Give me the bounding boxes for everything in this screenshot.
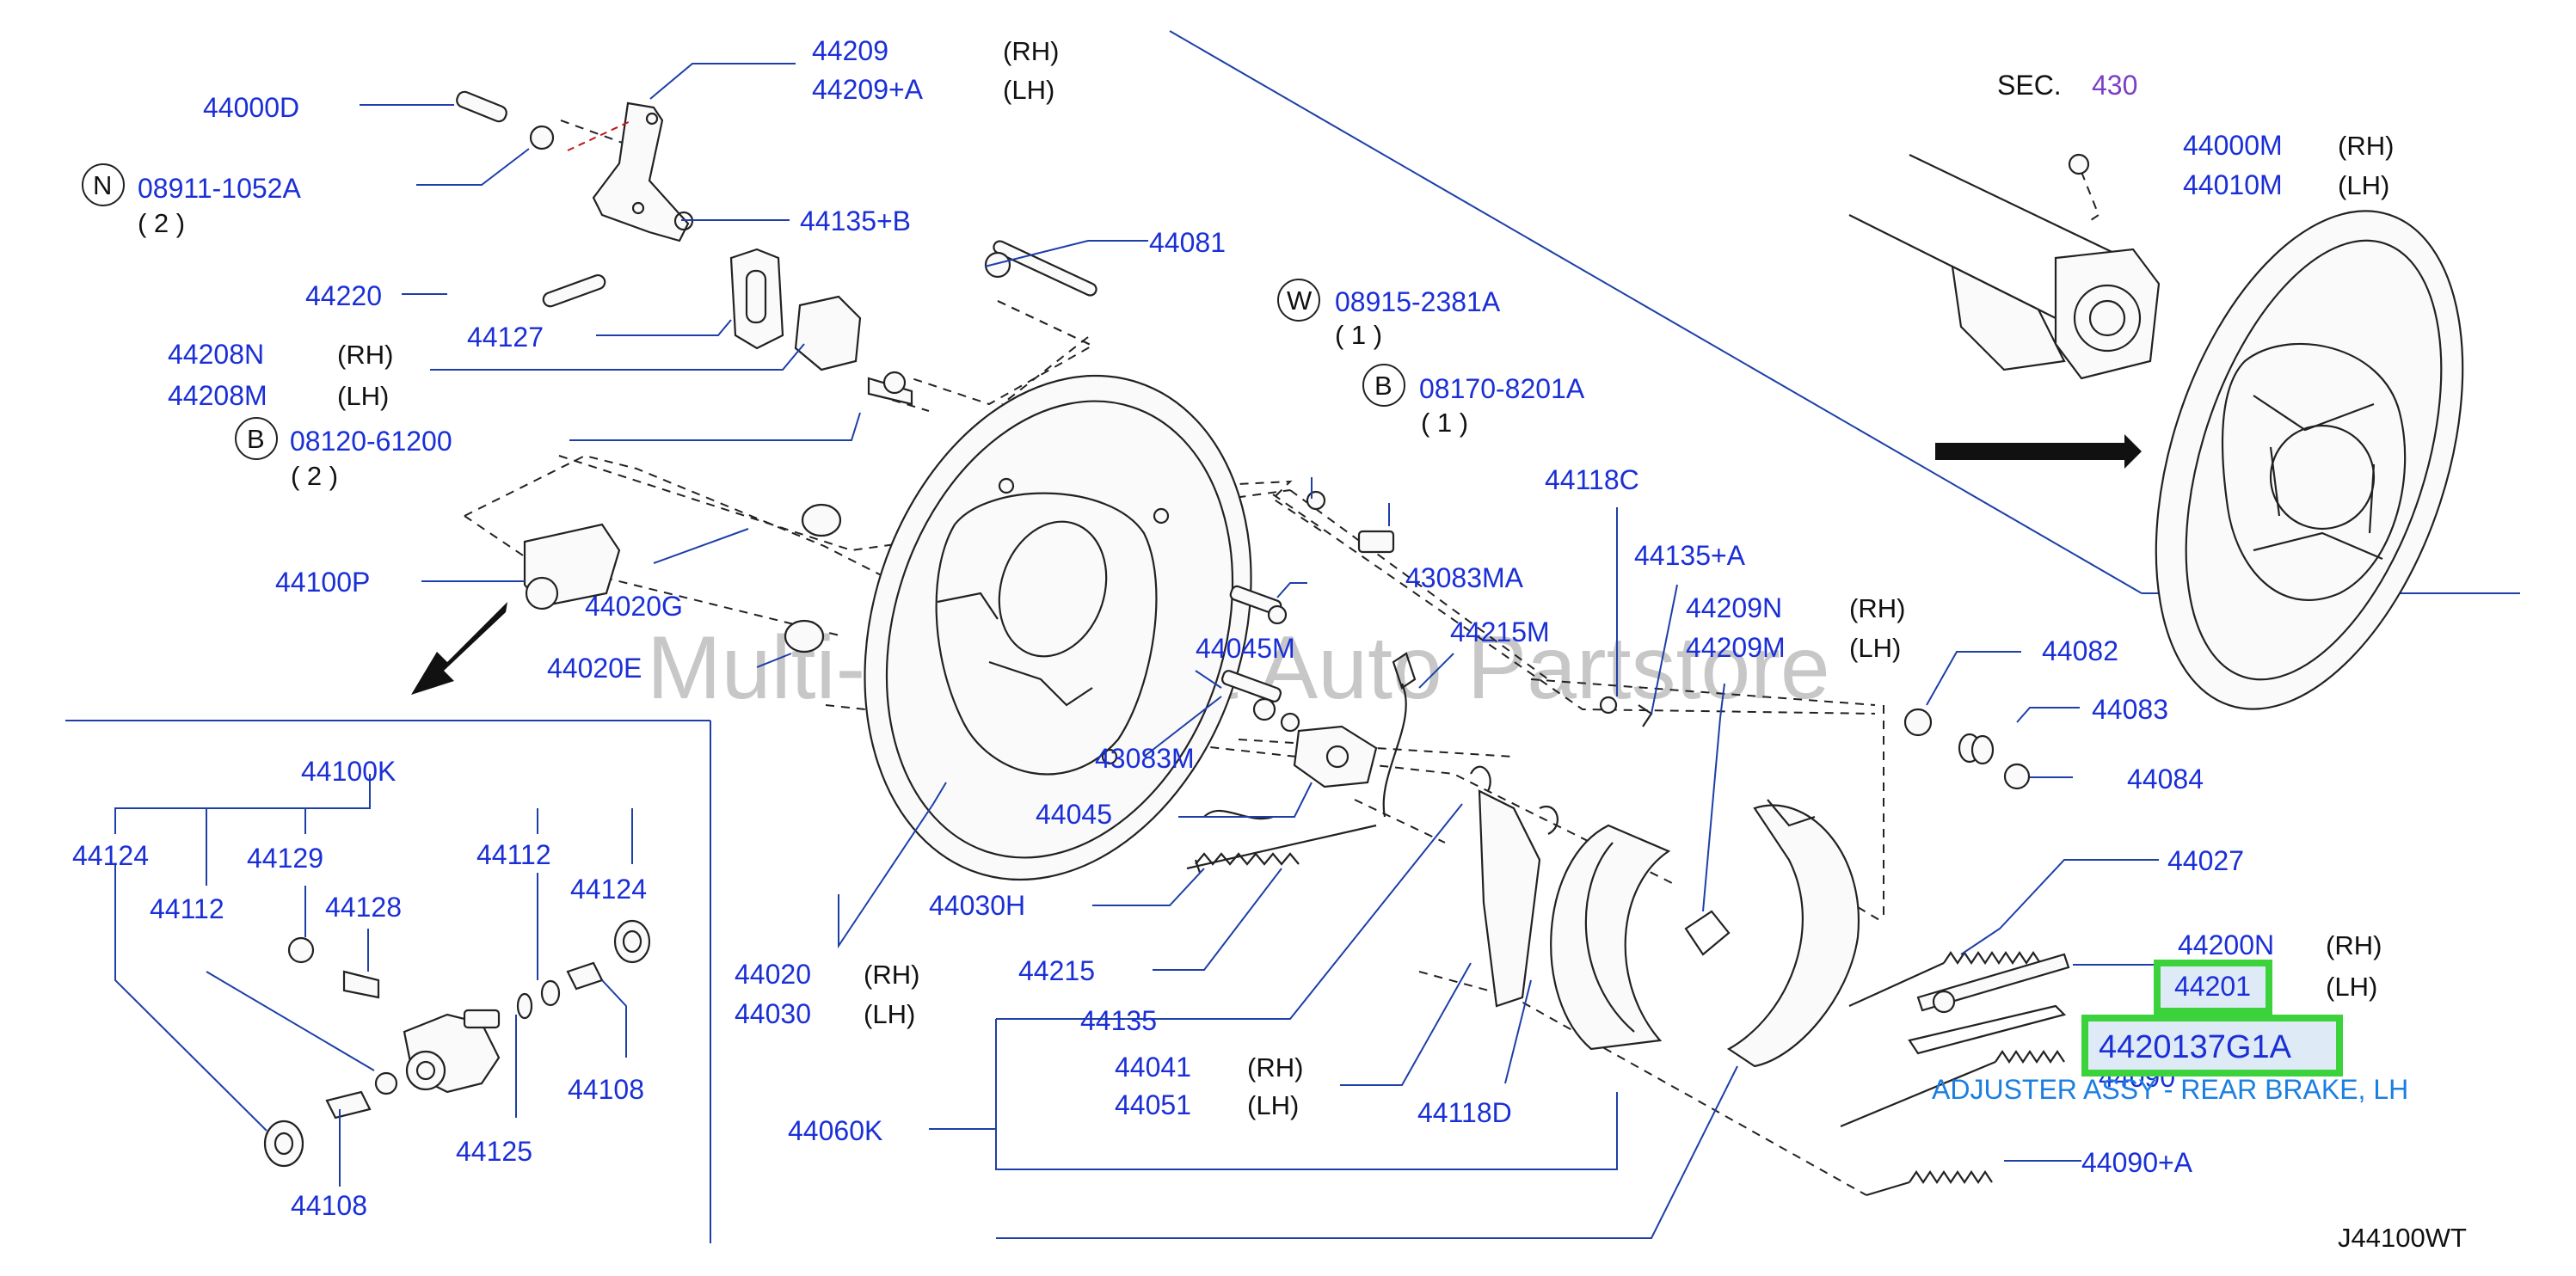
side-marker: (LH): [864, 999, 915, 1029]
wheel-cylinder: [411, 523, 621, 695]
part-label[interactable]: 44125: [456, 1136, 532, 1167]
side-marker: (LH): [337, 381, 389, 411]
assembly-guides: [464, 120, 2100, 1196]
side-marker: (LH): [1247, 1090, 1299, 1120]
section-ref-label: SEC.: [1997, 70, 2062, 101]
side-marker: (RH): [864, 960, 919, 990]
quantity-label: ( 2 ): [138, 208, 185, 238]
part-label[interactable]: 44010M: [2183, 169, 2283, 200]
part-label[interactable]: 44041: [1115, 1052, 1191, 1083]
part-label[interactable]: 44215M: [1450, 617, 1550, 647]
side-marker: (LH): [1849, 633, 1901, 663]
quantity-label: ( 1 ): [1335, 320, 1382, 350]
brake-backing-plate: [864, 374, 1252, 881]
callout-b: B: [247, 424, 265, 454]
part-label[interactable]: 44051: [1115, 1089, 1191, 1120]
wheel-cylinder-kit: [263, 919, 651, 1168]
part-label[interactable]: 43083MA: [1405, 562, 1524, 593]
callout-n: N: [93, 170, 112, 200]
part-label[interactable]: 44135+A: [1634, 540, 1746, 571]
part-label[interactable]: 44108: [568, 1074, 644, 1105]
part-label[interactable]: 08120-61200: [290, 426, 452, 457]
part-label[interactable]: 44135+B: [800, 206, 911, 236]
diagram-code: J44100WT: [2338, 1223, 2467, 1253]
highlight-part-number[interactable]: 4420137G1A: [2099, 1029, 2292, 1065]
part-label[interactable]: 44215: [1018, 955, 1095, 986]
part-label[interactable]: 44082: [2042, 635, 2118, 666]
part-label[interactable]: 44201: [2174, 971, 2251, 1002]
quantity-label: ( 2 ): [291, 461, 338, 491]
callout-w: W: [1287, 285, 1313, 316]
part-label[interactable]: 44027: [2167, 845, 2244, 876]
part-label[interactable]: 44209: [812, 35, 888, 66]
part-label[interactable]: 08170-8201A: [1419, 373, 1585, 404]
highlighted-part-adjuster[interactable]: 4420137G1A: [2081, 1015, 2343, 1077]
side-marker: (RH): [2338, 131, 2394, 161]
callout-b: B: [1374, 371, 1393, 401]
side-marker: (LH): [2338, 170, 2389, 200]
part-label[interactable]: 44135: [1080, 1005, 1157, 1036]
part-label[interactable]: 44200N: [2178, 929, 2274, 960]
part-label[interactable]: 44084: [2127, 764, 2204, 794]
part-label[interactable]: 44100P: [275, 567, 370, 598]
part-label[interactable]: 44100K: [301, 756, 396, 787]
part-label[interactable]: 43083M: [1095, 743, 1195, 774]
leader-lines: [114, 63, 2159, 1239]
part-label[interactable]: 44020G: [585, 591, 683, 622]
part-label[interactable]: 44081: [1149, 227, 1226, 258]
part-label[interactable]: 44108: [291, 1190, 367, 1221]
part-label[interactable]: 44209M: [1686, 632, 1786, 663]
highlight-caption: ADJUSTER ASSY - REAR BRAKE, LH: [1932, 1074, 2408, 1105]
springs: [1195, 852, 2070, 1197]
part-label[interactable]: 44118C: [1545, 464, 1639, 495]
brake-shoes: [1186, 765, 1860, 1068]
part-label[interactable]: 44020E: [547, 653, 642, 684]
part-label[interactable]: 44129: [247, 843, 323, 874]
part-label[interactable]: 44118D: [1417, 1097, 1512, 1128]
part-label[interactable]: 44090+A: [2081, 1147, 2193, 1178]
side-markers: (RH) (LH) (RH) (LH) (RH) (LH) (RH) (LH) …: [337, 36, 2394, 1120]
part-label[interactable]: 44083: [2092, 694, 2168, 725]
part-label[interactable]: 44060K: [788, 1115, 882, 1146]
part-label[interactable]: 44220: [305, 280, 382, 311]
part-label[interactable]: 44000D: [203, 92, 299, 123]
callout-letters: N B W B: [82, 163, 1405, 460]
part-label[interactable]: 08911-1052A: [138, 173, 301, 204]
quantity-label: ( 1 ): [1421, 408, 1468, 438]
part-label[interactable]: 44112: [150, 893, 224, 924]
side-marker: (RH): [1003, 36, 1059, 66]
parking-lever-group: [456, 90, 2031, 818]
part-label[interactable]: 44208N: [168, 339, 264, 370]
side-marker: (RH): [337, 340, 393, 370]
part-label[interactable]: 44209+A: [812, 74, 924, 105]
part-label[interactable]: 44124: [570, 874, 647, 905]
part-label[interactable]: 44045M: [1196, 633, 1295, 664]
part-label[interactable]: 44208M: [168, 380, 267, 411]
part-label[interactable]: 08915-2381A: [1335, 286, 1501, 317]
part-label[interactable]: 44045: [1036, 799, 1112, 830]
part-label[interactable]: 44209N: [1686, 592, 1782, 623]
side-marker: (RH): [2326, 930, 2382, 960]
part-label[interactable]: 44020: [735, 959, 811, 990]
part-label[interactable]: 44112: [476, 839, 551, 870]
part-label[interactable]: 44128: [325, 892, 402, 923]
rear-axle-assembly: [1848, 153, 2464, 710]
side-marker: (LH): [1003, 75, 1054, 105]
section-ref-number[interactable]: 430: [2092, 70, 2137, 101]
part-label[interactable]: 44030H: [929, 890, 1025, 921]
highlighted-part-44201[interactable]: 44201: [2154, 960, 2272, 1015]
part-label[interactable]: 44000M: [2183, 130, 2283, 161]
side-marker: (RH): [1849, 593, 1905, 623]
part-label[interactable]: 44030: [735, 998, 811, 1029]
part-label[interactable]: 44127: [467, 322, 544, 353]
part-label[interactable]: 44124: [72, 840, 149, 871]
part-labels: 44000D 08911-1052A ( 2 ) 44209 44209+A 4…: [72, 35, 2283, 1221]
side-marker: (LH): [2326, 972, 2377, 1002]
side-marker: (RH): [1247, 1052, 1303, 1083]
